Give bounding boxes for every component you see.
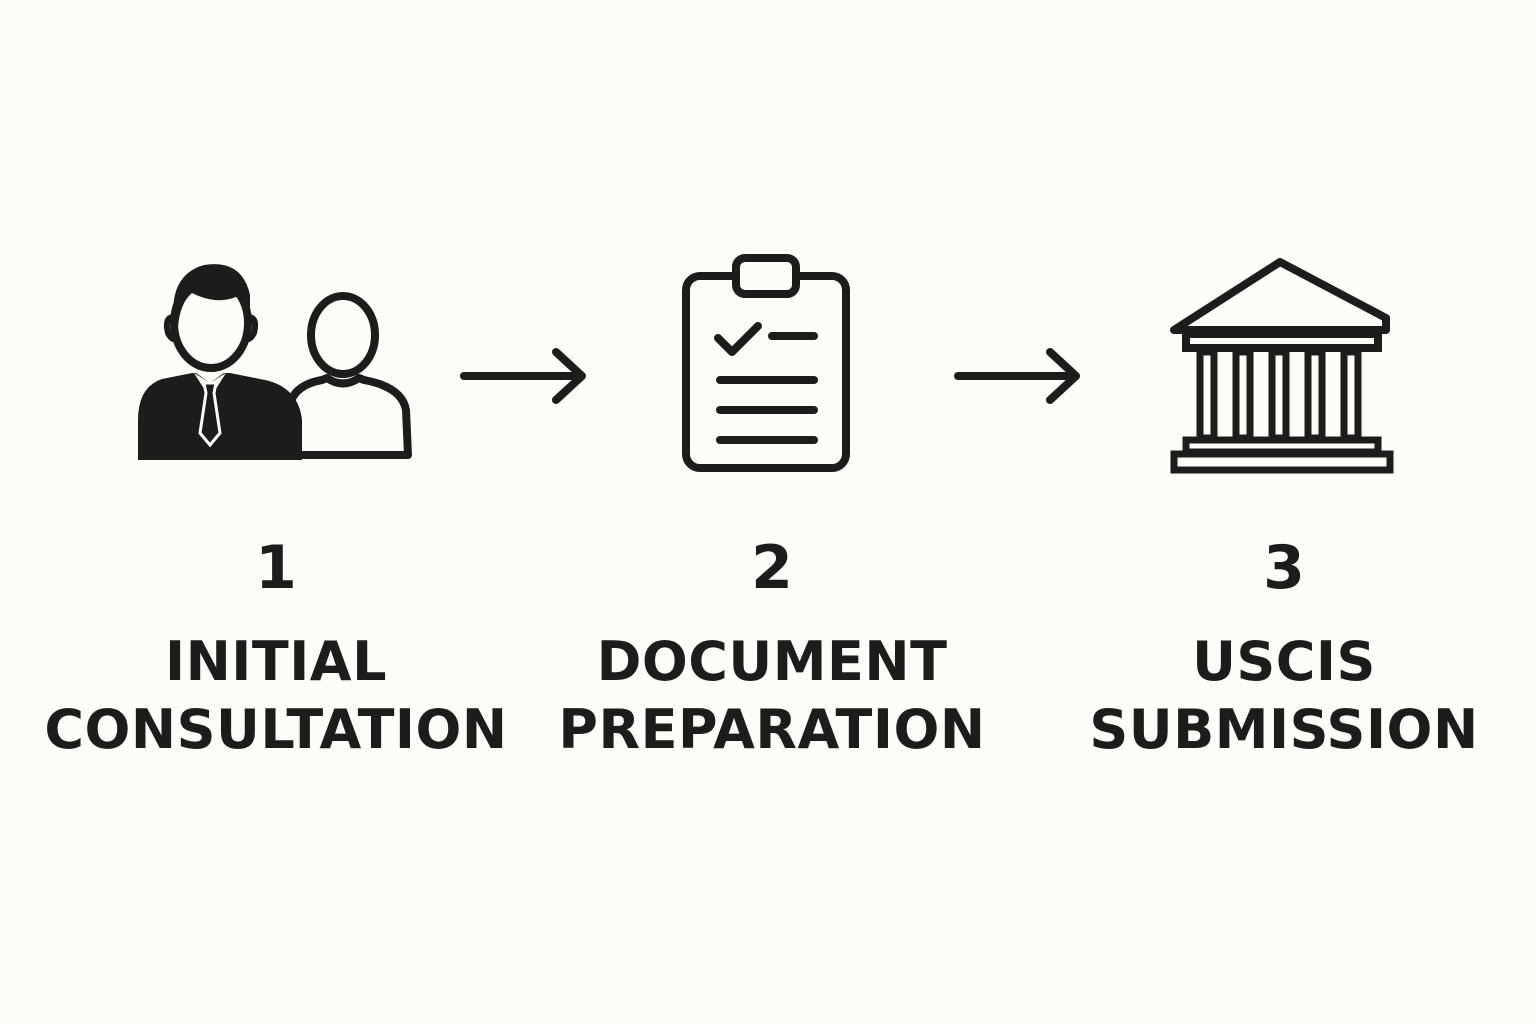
step-title-line: INITIAL (164, 630, 387, 693)
step-title: DOCUMENT PREPARATION (532, 628, 1012, 764)
step-number: 3 (1263, 533, 1305, 603)
government-building-icon (1170, 258, 1394, 474)
step-title-line: DOCUMENT (596, 630, 948, 693)
step-title-line: PREPARATION (558, 698, 986, 761)
step-title-line: CONSULTATION (44, 698, 508, 761)
step-document-preparation: 2 DOCUMENT PREPARATION (532, 0, 1012, 1024)
step-title-line: USCIS (1192, 630, 1376, 693)
consultation-people-icon (138, 264, 412, 460)
step-uscis-submission: 3 USCIS SUBMISSION (1044, 0, 1524, 1024)
step-title: INITIAL CONSULTATION (36, 628, 516, 764)
step-title-line: SUBMISSION (1089, 698, 1479, 761)
step-number: 2 (751, 533, 793, 603)
clipboard-checklist-icon (682, 254, 850, 472)
step-initial-consultation: 1 INITIAL CONSULTATION (36, 0, 516, 1024)
step-number: 1 (255, 533, 297, 603)
arrow-right-icon (954, 348, 1080, 404)
step-title: USCIS SUBMISSION (1044, 628, 1524, 764)
arrow-right-icon (460, 348, 586, 404)
